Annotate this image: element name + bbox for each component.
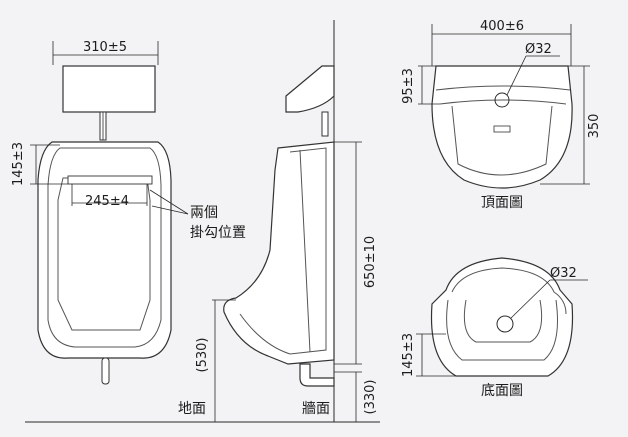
bottom-view: Ø32 145±3 底面圖 bbox=[401, 257, 588, 399]
top-inlet-hole bbox=[494, 92, 510, 108]
top-rim-line bbox=[435, 85, 571, 91]
side-urinal-seam bbox=[299, 149, 311, 353]
side-tank bbox=[285, 65, 335, 113]
side-view: 650±10 (530) (330) 地面 牆面 bbox=[25, 20, 380, 423]
hook-leader-1 bbox=[149, 189, 189, 215]
floor-label: 地面 bbox=[178, 401, 206, 417]
top-height-label: 95±3 bbox=[401, 68, 416, 104]
bottom-view-caption: 底面圖 bbox=[481, 383, 523, 399]
front-urinal-body bbox=[37, 141, 172, 359]
front-drain-pipe bbox=[101, 357, 110, 385]
bottom-diameter-label: Ø32 bbox=[550, 266, 577, 281]
front-width-label: 310±5 bbox=[83, 40, 127, 55]
front-view: 310±5 145±3 245±4 兩個 掛勾位置 bbox=[11, 40, 246, 385]
side-flush-pipe bbox=[321, 111, 329, 137]
bottom-height-label: 145±3 bbox=[401, 333, 416, 377]
flush-tank bbox=[62, 65, 156, 113]
top-bowl-outline bbox=[451, 105, 553, 176]
bottom-outer-basin bbox=[446, 299, 558, 361]
bottom-drain-hole bbox=[496, 315, 514, 333]
hook-note-line1: 兩個 bbox=[190, 205, 218, 221]
bottom-inner-basin bbox=[463, 299, 543, 343]
bottom-diameter-leader bbox=[510, 279, 551, 319]
pipe-height-label: (330) bbox=[363, 380, 378, 415]
side-drain-pipe bbox=[299, 363, 335, 387]
top-rim-line-2 bbox=[439, 99, 567, 105]
side-urinal-body bbox=[223, 141, 335, 365]
hook-note-line2: 掛勾位置 bbox=[190, 225, 246, 241]
top-diameter-leader bbox=[506, 55, 527, 96]
wall-label: 牆面 bbox=[302, 401, 330, 417]
front-urinal-bowl bbox=[57, 177, 151, 331]
bottom-rim-line bbox=[451, 267, 567, 315]
hook-bar bbox=[67, 175, 153, 185]
top-diameter-label: Ø32 bbox=[525, 42, 552, 57]
top-drain-slot bbox=[493, 125, 511, 133]
floor-height-label: (530) bbox=[195, 338, 210, 373]
top-width-label: 400±6 bbox=[480, 19, 524, 34]
top-view: 400±6 Ø32 95±3 350 頂面圖 bbox=[401, 19, 602, 211]
top-depth-label: 350 bbox=[587, 114, 602, 139]
side-urinal-inner bbox=[239, 147, 327, 355]
side-height-label: 650±10 bbox=[363, 236, 378, 288]
front-height-label: 145±3 bbox=[11, 142, 26, 186]
hook-leader-2 bbox=[151, 205, 189, 215]
top-view-caption: 頂面圖 bbox=[481, 195, 523, 211]
hook-spacing-label: 245±4 bbox=[85, 194, 129, 209]
front-urinal-rim bbox=[47, 147, 162, 348]
